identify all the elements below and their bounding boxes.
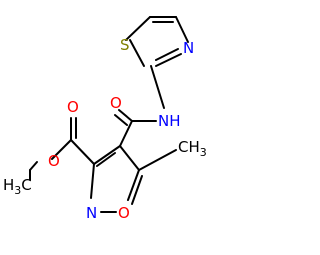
bond-c4-n3: [175, 16, 189, 43]
bond-c5-o-double: [131, 175, 143, 205]
bond-c4-c3-double: [96, 152, 116, 167]
atom-nh: NH: [158, 112, 181, 130]
atom-labels: S N NH O O O N O H3C CH3: [3, 36, 207, 222]
bond-c4-c5: [119, 145, 140, 171]
bond-s-c5: [125, 16, 151, 41]
atom-o-ester: O: [48, 152, 60, 170]
atom-o-amide: O: [110, 94, 122, 112]
bond-n3-c2-double: [155, 48, 179, 61]
methyl-label-ethyl: H3C: [3, 176, 32, 197]
atom-s: S: [120, 36, 130, 54]
methyl-label-ring: CH3: [178, 138, 207, 159]
bond-oester-ch2: [29, 161, 38, 171]
bond-c5-o: [127, 169, 140, 201]
bond-c5-ch3: [138, 149, 177, 171]
bond-camide-c4: [119, 120, 133, 147]
bond-camide-o: [118, 109, 133, 122]
atom-n-thiazole: N: [183, 39, 194, 57]
atom-n-isoxazole: N: [86, 204, 97, 222]
molecule-structure-canvas: S N NH O O O N O H3C CH3: [3, 16, 207, 222]
bond-c3-n: [90, 163, 95, 199]
bonds: [29, 16, 189, 213]
atom-o-ester-carbonyl: O: [67, 98, 79, 116]
bond-cester-oester: [51, 139, 72, 160]
molecule-structure: S N NH O O O N O H3C CH3: [3, 16, 207, 222]
bond-camide-o-double: [114, 114, 128, 126]
bond-c3-cester: [70, 139, 95, 165]
bond-c4-c3: [93, 145, 121, 165]
bond-c2-nh: [150, 65, 165, 109]
bond-s-c2: [129, 39, 145, 67]
bond-n3-c2: [155, 53, 182, 67]
atom-o-isoxazole: O: [118, 204, 130, 222]
